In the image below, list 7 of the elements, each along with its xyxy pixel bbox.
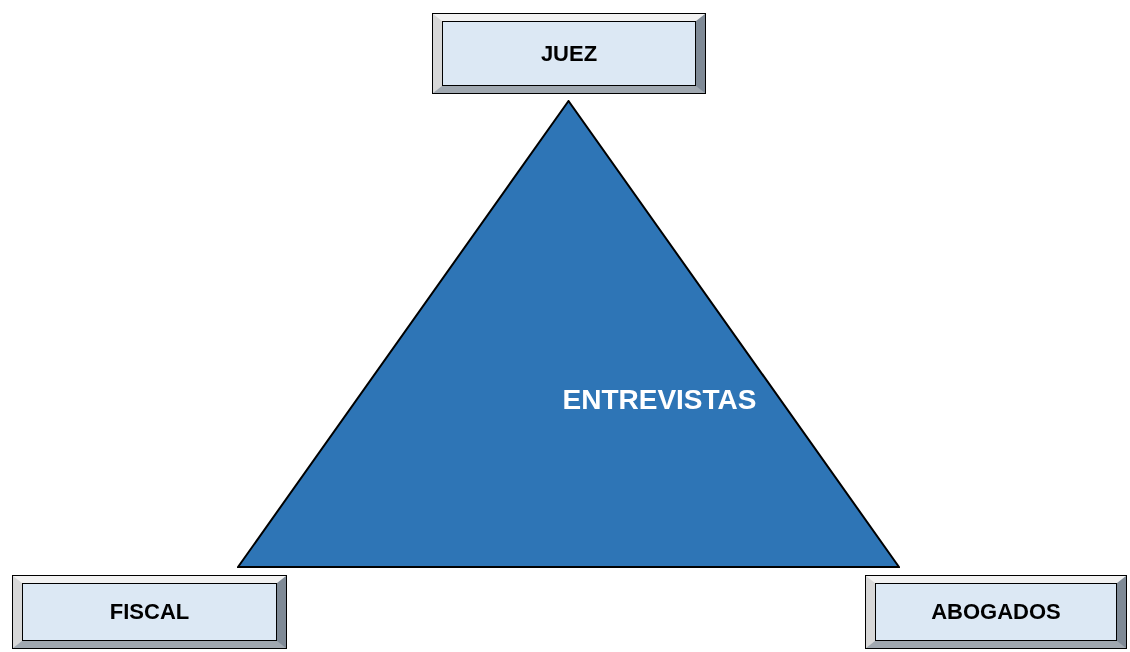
beveled-box: [12, 575, 287, 649]
triangle-label: ENTREVISTAS: [562, 384, 757, 416]
box-label: JUEZ: [540, 40, 598, 67]
box-label: ABOGADOS: [931, 599, 1061, 625]
box-label: FISCAL: [109, 599, 190, 625]
beveled-box: [865, 575, 1127, 649]
beveled-box: [432, 13, 706, 94]
